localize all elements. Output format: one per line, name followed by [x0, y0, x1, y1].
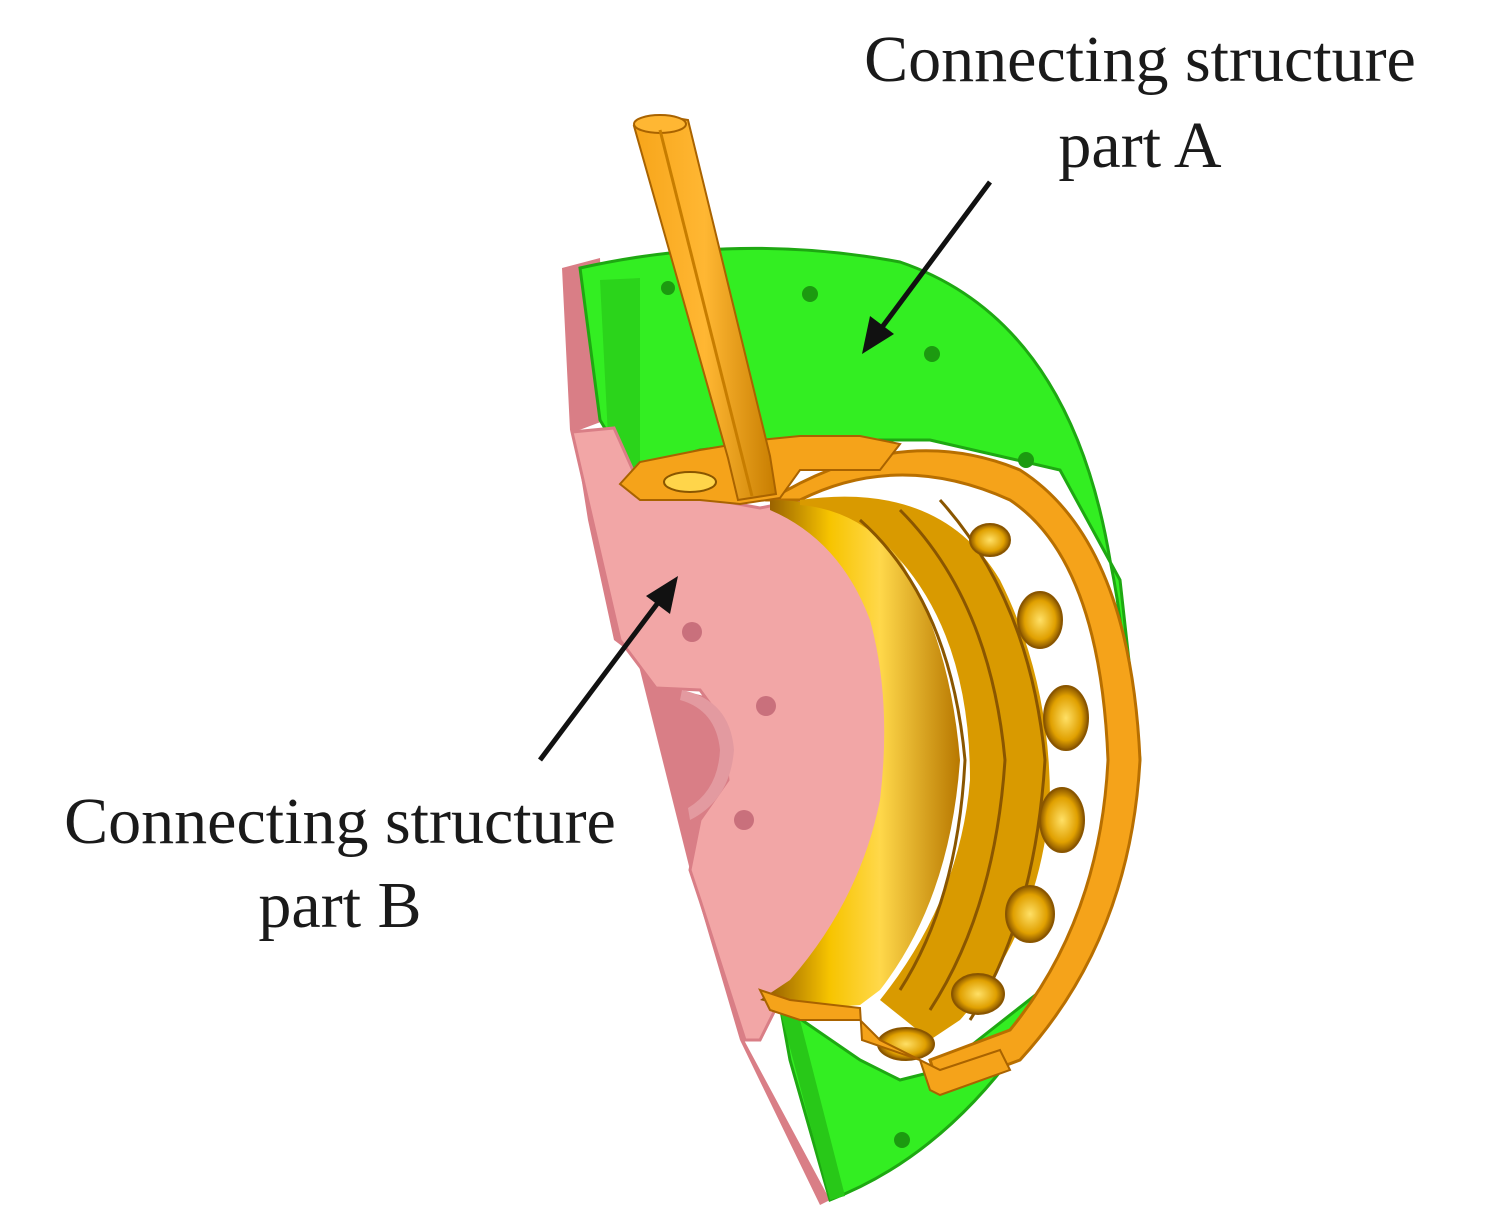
bolt-hole-b3 — [734, 810, 754, 830]
part-a-bottom-band — [780, 1010, 845, 1200]
bolt-hole-a1 — [661, 281, 675, 295]
cage-hole-5 — [1005, 885, 1055, 943]
bearing-groove-1 — [859, 518, 967, 991]
bolt-hole-b2 — [756, 696, 776, 716]
cage-hole-1 — [969, 523, 1011, 557]
cage-hole-4 — [1039, 787, 1085, 853]
arrow-part-a-head — [862, 316, 894, 354]
cage-hole-6 — [951, 973, 1005, 1015]
bearing-bore-wall — [800, 496, 1050, 1041]
flange-hole — [663, 471, 717, 493]
cage-hole-3 — [1043, 685, 1089, 751]
part-b-label-line1: Connecting structure — [64, 785, 616, 858]
bearing-bore — [760, 500, 960, 1010]
bearing-groove-2 — [898, 508, 1007, 1011]
oil-pipe-highlight — [658, 129, 754, 497]
bolt-hole-a3 — [924, 346, 940, 362]
bearing-bottom-step — [758, 988, 1012, 1097]
part-b-edge — [562, 258, 830, 1205]
arrow-part-a-shaft — [877, 180, 993, 332]
part-b-notch — [680, 690, 734, 820]
bolt-hole-a4 — [1018, 452, 1034, 468]
bearing-groove-3 — [938, 498, 1047, 1021]
part-a-label-line2: part A — [1058, 109, 1222, 182]
bolt-hole-a5 — [894, 1132, 910, 1148]
bolt-hole-b1 — [682, 622, 702, 642]
part-a-label-line1: Connecting structure — [864, 23, 1416, 96]
part-a-inner-band — [600, 278, 640, 475]
arrow-part-b-head — [646, 576, 678, 614]
bolt-hole-a2 — [802, 286, 818, 302]
part-b-label-line2: part B — [258, 869, 422, 942]
cage-hole-2 — [1017, 591, 1063, 649]
arrow-part-b-shaft — [538, 598, 662, 762]
